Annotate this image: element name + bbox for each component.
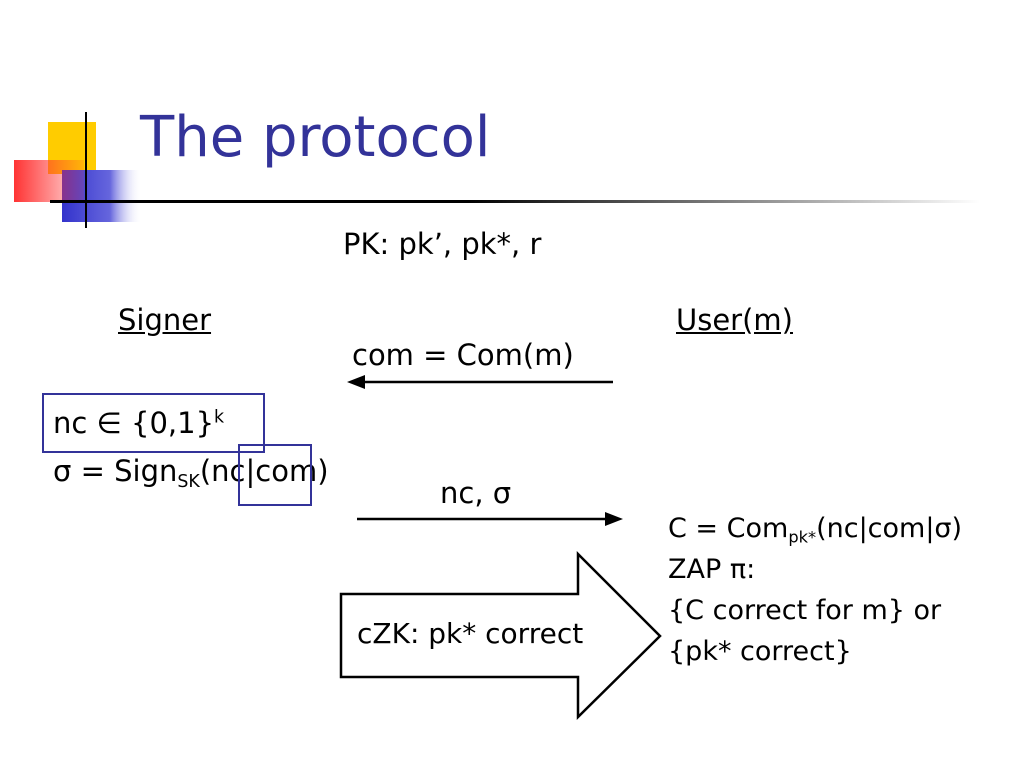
title-rule: [50, 200, 980, 203]
czk-block-arrow: [339, 550, 662, 720]
logo-red-square: [14, 160, 84, 202]
nc-highlight-box: [238, 444, 312, 506]
nonce-box: [42, 393, 265, 453]
signature-paren: (: [199, 454, 212, 488]
commitment-arrow: [347, 375, 613, 389]
user-computation: C = Compk*(nc|com|σ) ZAP π: {C correct f…: [668, 508, 962, 672]
public-key-label: PK: pk’, pk*, r: [343, 227, 542, 261]
commit-line: C = Compk*(nc|com|σ): [668, 508, 962, 549]
response-message: nc, σ: [440, 476, 512, 510]
statement-line-1: {C correct for m} or: [668, 595, 942, 626]
commit-subscript: pk*: [788, 527, 817, 547]
signature-line: σ = SignSK(nc|com): [53, 454, 329, 491]
zap-line: ZAP π:: [668, 554, 756, 585]
commit-prefix: C = Com: [668, 513, 789, 544]
signature-prefix: σ = Sign: [53, 454, 178, 488]
user-heading: User(m): [676, 303, 793, 337]
commit-suffix: (nc|com|σ): [816, 513, 963, 544]
slide-logo: [14, 112, 142, 228]
slide-title: The protocol: [140, 105, 491, 170]
signature-subscript: SK: [177, 472, 200, 493]
commitment-message: com = Com(m): [352, 338, 574, 372]
statement-line-2: {pk* correct}: [668, 636, 852, 667]
response-arrow: [357, 512, 623, 526]
czk-label: cZK: pk* correct: [357, 617, 584, 650]
nonce-line: nc ∈ {0,1}k: [53, 409, 224, 438]
nonce-exponent: k: [214, 407, 225, 428]
nonce-text: nc ∈ {0,1}: [53, 406, 215, 440]
signature-nc: nc|: [211, 454, 256, 488]
signer-heading: Signer: [118, 303, 212, 337]
signature-suffix: com): [255, 454, 329, 488]
